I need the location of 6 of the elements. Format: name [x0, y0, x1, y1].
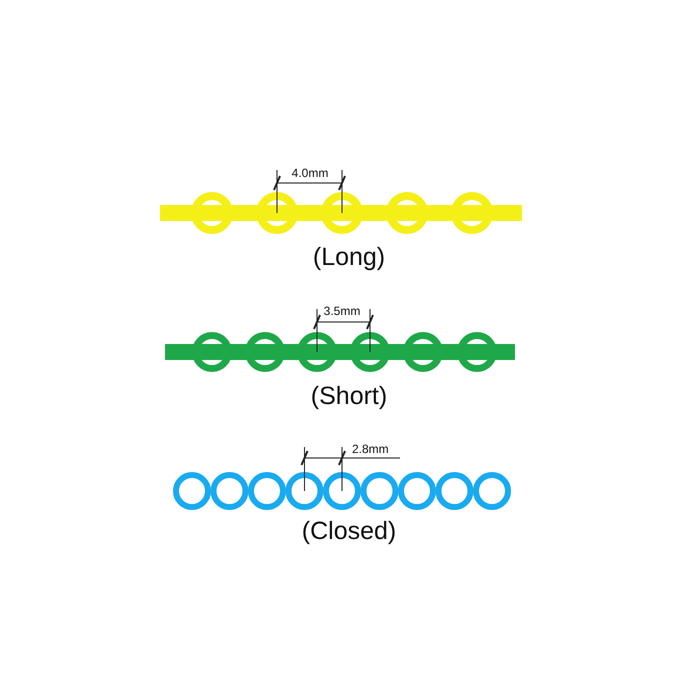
chain-type-label: (Long) [312, 245, 386, 270]
dimension-label: 4.0mm [292, 167, 328, 179]
chain-type-label: (Short) [310, 384, 388, 409]
chain-type-label: (Closed) [302, 519, 396, 544]
dimension-label: 2.8mm [352, 443, 389, 455]
dimension-label: 3.5mm [324, 305, 360, 317]
